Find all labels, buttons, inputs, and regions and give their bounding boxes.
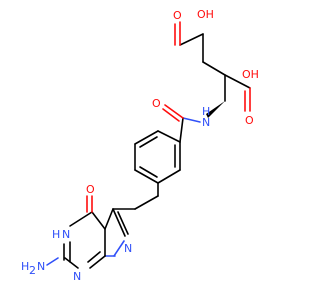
bond [182,117,201,123]
bond [113,240,125,257]
atom-label: H [52,228,60,241]
atom-label: OH [242,68,259,81]
bond [112,208,126,237]
bond [69,211,93,227]
bond [91,211,106,230]
atom-label: O [152,97,161,110]
bond [134,130,159,145]
bond [157,130,181,143]
stereo-wedge-bond [206,101,225,118]
bond [162,108,180,122]
bond [87,251,101,263]
atom-label: H [202,105,210,118]
bond [164,104,184,119]
bond [134,169,159,184]
atom-label: OH [197,8,214,21]
atom-label: N [62,228,70,241]
bond [139,166,158,178]
atom-label: N [37,260,45,273]
bond [179,33,204,46]
bond [139,136,158,148]
atom-label: O [173,9,182,22]
atom-label: H [21,260,29,273]
bond [64,257,79,269]
bond [89,255,106,269]
atom-label: O [245,114,254,127]
bond [202,61,226,76]
bond [224,74,251,89]
bond [117,211,129,235]
molecule-diagram: O OH OH O O H N O H N H N 2 N N [21,8,259,283]
bond [46,257,59,266]
bond [157,169,181,184]
atom-label: 2 [29,264,36,277]
bond [179,117,184,143]
atom-label: N [124,242,132,255]
atom-label: N [73,270,81,283]
molecule-canvas: O OH OH O O H N O H N H N 2 N N [21,8,259,283]
bond [134,195,159,210]
atom-label: O [86,183,95,196]
bond [104,208,114,230]
atom-label: N [202,116,210,129]
